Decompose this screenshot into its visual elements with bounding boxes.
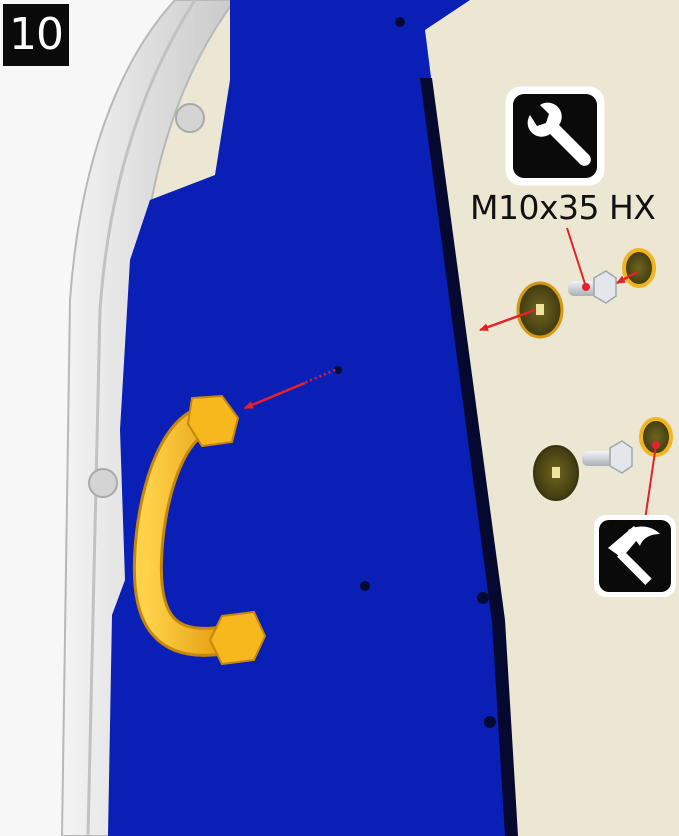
frame-boss-top xyxy=(176,104,204,132)
bolt-lower-shank xyxy=(582,451,614,466)
fastener-label: M10x35 HX xyxy=(470,188,670,227)
washer-upper-hole xyxy=(536,304,544,315)
leader-hammer-dot xyxy=(652,441,660,449)
frame-boss-bottom xyxy=(89,469,117,497)
panel-hole xyxy=(334,366,342,374)
panel-hole xyxy=(477,592,489,604)
panel-hole xyxy=(360,581,370,591)
bolt-lower-head xyxy=(610,441,632,473)
hammer-icon xyxy=(594,515,676,597)
leader-bolt-dot xyxy=(582,283,590,291)
washer-lower-hole xyxy=(552,467,560,478)
bolt-upper-head xyxy=(594,271,616,303)
panel-hole xyxy=(484,716,496,728)
wrench-icon xyxy=(507,88,603,184)
step-number-badge: 10 xyxy=(3,4,69,66)
panel-hole xyxy=(395,17,405,27)
nut-upper xyxy=(624,250,654,286)
